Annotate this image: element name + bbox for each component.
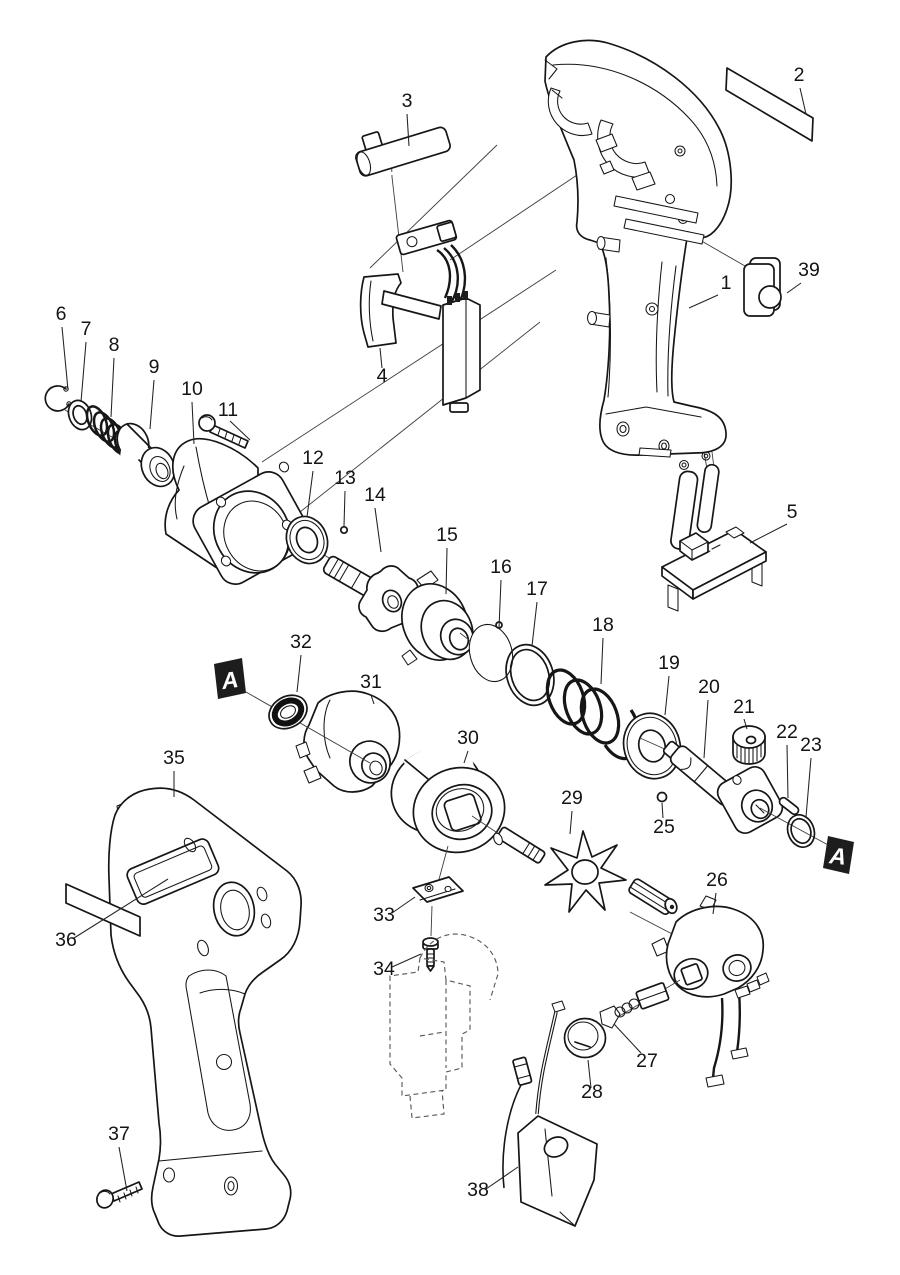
callout-3: 3 <box>402 90 413 112</box>
part-38-lead-wire-unit <box>502 1000 598 1227</box>
part-6-retaining-ring <box>44 385 72 412</box>
part-25-steel-ball <box>656 791 668 803</box>
callout-19: 19 <box>658 652 680 674</box>
callout-leader-lines <box>61 87 812 1192</box>
part-20-spindle <box>662 740 784 834</box>
callout-30: 30 <box>457 727 479 749</box>
callout-34: 34 <box>373 958 395 980</box>
part-37-screw <box>96 1181 143 1209</box>
callout-20: 20 <box>698 676 720 698</box>
part-34-screw <box>422 937 439 972</box>
callout-6: 6 <box>56 303 67 325</box>
callout-17: 17 <box>526 578 548 600</box>
part-28-brush-cap <box>563 1017 607 1059</box>
callout-12: 12 <box>302 447 324 469</box>
callout-8: 8 <box>109 334 120 356</box>
callout-5: 5 <box>787 501 798 523</box>
callout-4: 4 <box>377 365 388 387</box>
callout-15: 15 <box>436 524 458 546</box>
callout-22: 22 <box>776 721 798 743</box>
part-23-o-ring-small <box>786 814 816 848</box>
part-14-anvil <box>322 555 419 632</box>
part-33-mounting-plate <box>412 876 464 903</box>
part-9-bushing <box>116 422 176 488</box>
part-12-washer <box>285 515 329 565</box>
part-31-gear-housing <box>295 690 401 793</box>
callout-14: 14 <box>364 484 386 506</box>
part-39-button <box>743 257 782 317</box>
callout-35: 35 <box>163 747 185 769</box>
part-4-switch-trigger <box>359 219 481 413</box>
part-36-name-label <box>65 883 141 937</box>
part-7-flat-washer <box>67 399 93 431</box>
callout-21: 21 <box>733 696 755 718</box>
callout-numbers: 1 2 3 4 5 6 7 8 9 10 11 12 13 14 15 16 1… <box>55 64 822 1201</box>
callout-18: 18 <box>592 614 614 636</box>
part-2-name-label <box>725 67 814 142</box>
part-10-hammer-case <box>164 437 312 585</box>
part-27-carbon-brush <box>599 982 670 1029</box>
part-13-steel-ball <box>339 525 349 535</box>
part-3-lock-button <box>355 126 451 177</box>
part-21-pinion-gear <box>732 725 766 765</box>
marker-a-top-letter: A <box>219 666 240 694</box>
part-30-motor-yoke <box>390 746 506 854</box>
callout-27: 27 <box>636 1050 658 1072</box>
callout-16: 16 <box>490 556 512 578</box>
part-5-circuit-board <box>661 451 767 612</box>
part-29-armature <box>493 826 678 915</box>
part-19-flat-washer-large <box>622 712 682 780</box>
part-32-bearing-seal <box>268 694 308 730</box>
marker-a-top: A <box>214 658 246 699</box>
part-11-screw <box>198 414 249 449</box>
callout-2: 2 <box>794 64 805 86</box>
callout-23: 23 <box>800 734 822 756</box>
part-35-motor-housing-left <box>107 787 302 1237</box>
callout-9: 9 <box>149 356 160 378</box>
marker-a-bottom-letter: A <box>827 842 847 870</box>
part-1-motor-housing-right <box>544 39 733 458</box>
callout-13: 13 <box>334 467 356 489</box>
part-22-pin <box>778 796 800 816</box>
marker-a-bottom: A <box>823 836 854 874</box>
callout-37: 37 <box>108 1123 130 1145</box>
part-18-compression-spring <box>545 668 642 761</box>
callout-1: 1 <box>721 272 732 294</box>
part-17-o-ring <box>505 643 555 707</box>
ghost-switch-outline <box>389 933 499 1119</box>
callout-36: 36 <box>55 929 77 951</box>
callout-39: 39 <box>798 259 820 281</box>
part-15-hammer <box>401 570 475 666</box>
callout-7: 7 <box>81 318 92 340</box>
callout-10: 10 <box>181 378 203 400</box>
callout-25: 25 <box>653 816 675 838</box>
callout-28: 28 <box>581 1081 603 1103</box>
callout-38: 38 <box>467 1179 489 1201</box>
callout-26: 26 <box>706 869 728 891</box>
callout-11: 11 <box>218 399 238 421</box>
part-26-rear-bearing-retainer <box>651 895 770 1088</box>
callout-29: 29 <box>561 787 583 809</box>
callout-31: 31 <box>360 671 382 693</box>
callout-32: 32 <box>290 631 312 653</box>
callout-33: 33 <box>373 904 395 926</box>
